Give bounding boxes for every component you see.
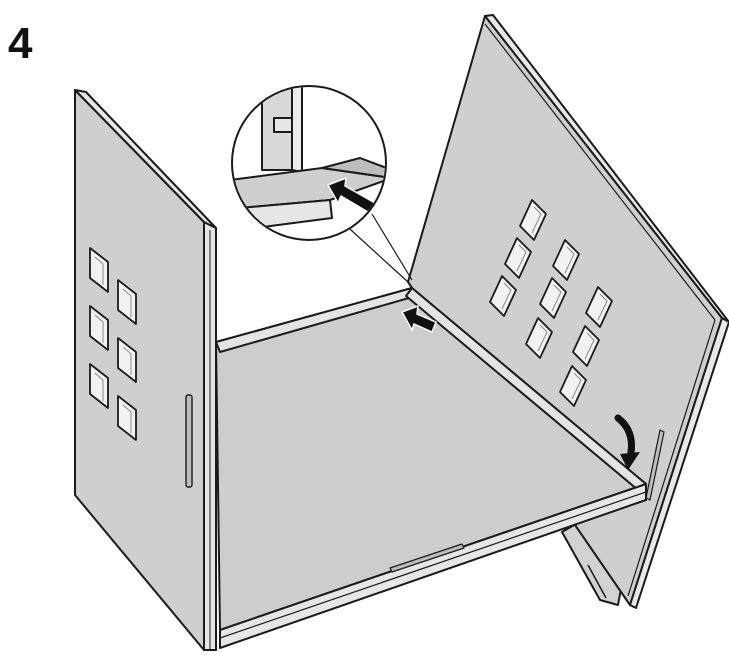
right-side-panel — [407, 14, 729, 609]
right-panel-cutouts — [489, 199, 613, 407]
step-number: 4 — [8, 19, 33, 68]
curved-arrow-icon — [614, 414, 640, 470]
detail-callout — [231, 85, 413, 283]
left-side-panel — [74, 89, 217, 651]
push-arrow-icon — [400, 304, 437, 334]
bottom-shelf — [215, 287, 647, 649]
